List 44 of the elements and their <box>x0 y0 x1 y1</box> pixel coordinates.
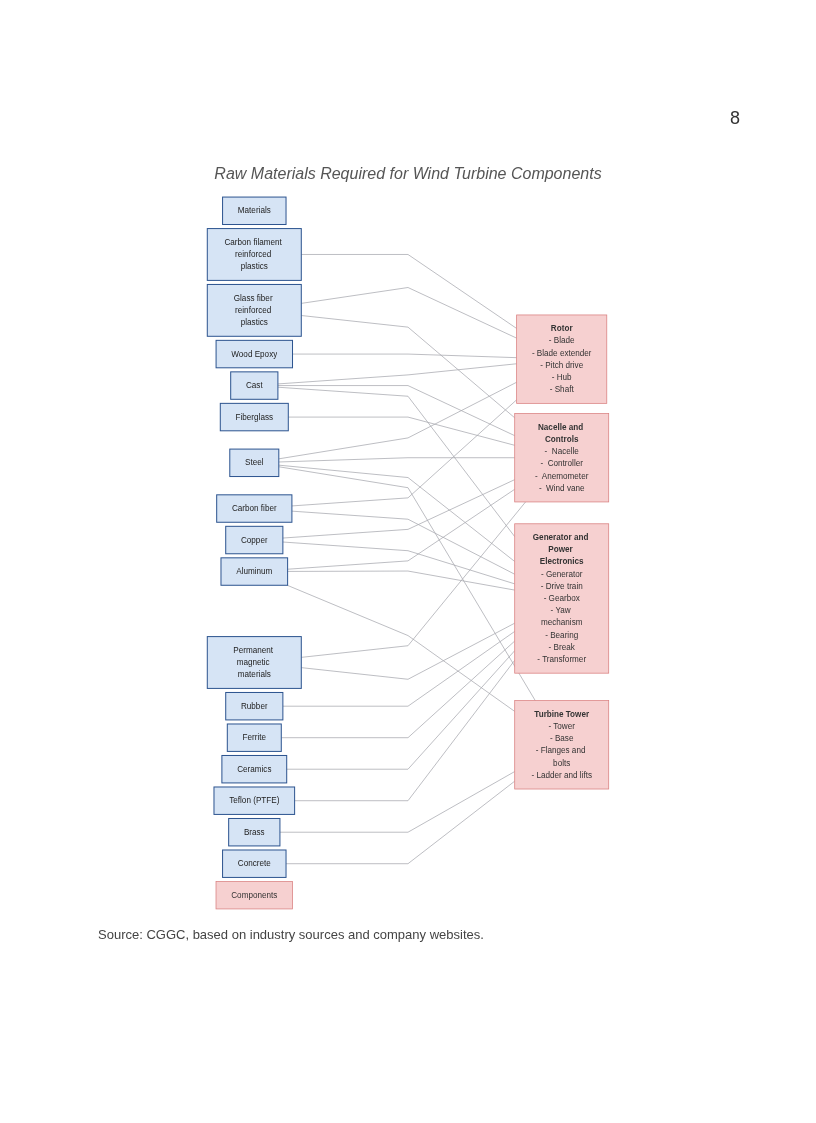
diagram-title: Raw Materials Required for Wind Turbine Components <box>213 165 603 183</box>
node-box: Rubber <box>225 691 284 721</box>
connector <box>278 457 516 463</box>
node-box: Steel <box>229 448 280 478</box>
node-box: Glass fiber reinforced plastics <box>206 283 302 337</box>
connector <box>278 466 536 701</box>
connector <box>277 363 517 385</box>
node-box: Fiberglass <box>219 402 289 432</box>
connector <box>278 464 516 562</box>
node-box: Rotor - Blade - Blade extender - Pitch drive - Hub - Shaft <box>516 314 608 404</box>
connector <box>286 584 516 712</box>
node-box: Ferrite <box>226 723 282 752</box>
page-number: 8 <box>730 108 740 129</box>
node-box: Wood Epoxy <box>215 339 293 369</box>
connector <box>277 385 516 437</box>
connector <box>282 631 516 707</box>
connector <box>287 488 516 570</box>
node-box: Nacelle and Controls - Nacelle - Controller - Anemometer - Wind vane <box>514 413 610 503</box>
connector <box>291 510 516 575</box>
connector <box>294 659 516 802</box>
connector <box>286 650 516 770</box>
node-box: Materials <box>222 196 287 225</box>
node-box: Permanent magnetic materials <box>206 636 302 689</box>
node-box: Ceramics <box>221 754 288 784</box>
connector <box>292 353 517 359</box>
connector <box>278 381 517 460</box>
node-box: Generator and Power Electronics - Generator - Drive train - Gearbox - Yaw mechanism - Bearing - Break - Transformer <box>514 523 610 674</box>
node-box: Carbon fiber <box>216 494 293 523</box>
node-box: Cast <box>230 371 279 400</box>
node-box: Aluminum <box>220 557 289 586</box>
connector <box>282 479 516 539</box>
node-box: Brass <box>228 818 281 847</box>
connector <box>282 541 516 585</box>
node-box: Components <box>215 881 293 910</box>
node-box: Concrete <box>222 849 287 878</box>
node-box: Turbine Tower - Tower - Base - Flanges and bolts - Ladder and lifts <box>514 700 610 790</box>
node-box: Copper <box>225 525 284 555</box>
node-box: Carbon filament reinforced plastics <box>206 228 302 281</box>
source-caption: Source: CGGC, based on industry sources and company websites. <box>98 927 485 942</box>
node-box: Teflon (PTFE) <box>213 786 296 815</box>
connector <box>291 399 517 507</box>
connector <box>279 771 516 833</box>
connector <box>277 386 516 537</box>
connector <box>287 570 516 591</box>
